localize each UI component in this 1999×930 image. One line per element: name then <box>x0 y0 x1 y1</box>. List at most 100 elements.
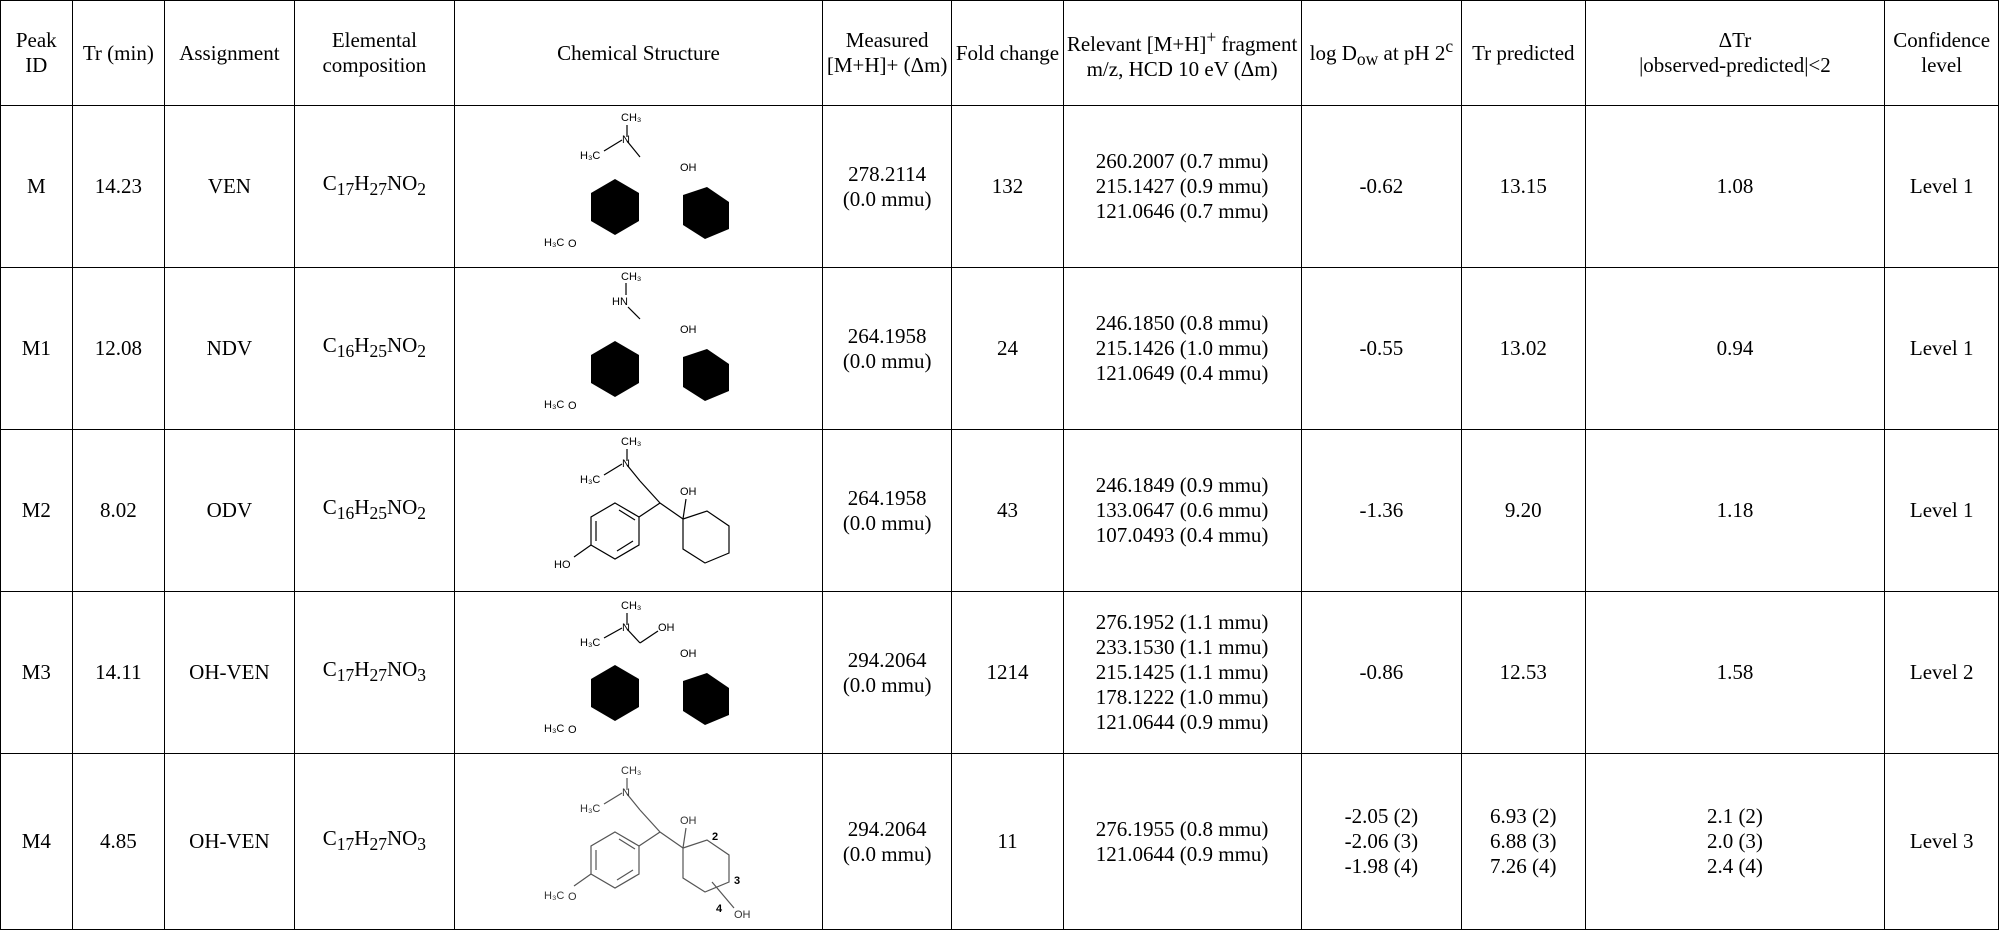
svg-text:HN: HN <box>612 296 628 308</box>
header-fold: Fold change <box>951 0 1064 106</box>
structure-oh-ven-m4: CH₃ N H₃C OH H₃C O OH 2 3 4 <box>544 765 751 921</box>
svg-text:4: 4 <box>716 903 723 915</box>
elemental-formula: C17H27NO2 <box>293 105 456 268</box>
table-row: M 14.23 VEN C17H27NO2 CH₃ N H₃C OH H₃C O <box>0 105 1999 268</box>
log-d: -0.55 <box>1300 267 1463 430</box>
table-row: M4 4.85 OH-VEN C17H27NO3 <box>0 753 1999 930</box>
peak-id: M2 <box>0 429 73 592</box>
svg-text:3: 3 <box>734 875 740 887</box>
measured-mh: 264.1958(0.0 mmu) <box>821 267 953 430</box>
svg-text:OH: OH <box>680 162 697 174</box>
structure-ndv: CH₃ HN OH H₃C O <box>544 271 730 412</box>
tr-predicted: 13.02 <box>1461 267 1586 430</box>
svg-text:O: O <box>568 238 577 250</box>
header-measured: Measured [M+H]+ (Δm) <box>821 0 953 106</box>
assignment: ODV <box>164 429 295 592</box>
confidence-level: Level 3 <box>1884 753 1999 930</box>
assignment: VEN <box>164 105 295 268</box>
peak-id: M3 <box>0 591 73 754</box>
svg-text:H₃C: H₃C <box>544 237 564 249</box>
header-tr: Tr (min) <box>71 0 166 106</box>
svg-text:O: O <box>568 400 577 412</box>
delta-tr: 1.08 <box>1584 105 1886 268</box>
elemental-formula: C17H27NO3 <box>293 753 456 930</box>
svg-text:H₃C: H₃C <box>580 150 600 162</box>
elemental-formula: C16H25NO2 <box>293 267 456 430</box>
structure-ven: CH₃ N H₃C OH H₃C O <box>544 112 730 250</box>
svg-text:H₃C: H₃C <box>544 723 564 735</box>
tr-value: 8.02 <box>71 429 166 592</box>
svg-text:OH: OH <box>680 648 697 660</box>
svg-text:OH: OH <box>680 486 697 498</box>
fold-change: 11 <box>951 753 1064 930</box>
tr-predicted: 9.20 <box>1461 429 1586 592</box>
svg-text:CH₃: CH₃ <box>621 765 641 777</box>
chemical-structure: CH₃ N H₃C OH H₃C O OH 2 3 4 <box>454 753 823 930</box>
header-structure: Chemical Structure <box>454 0 823 106</box>
header-tr-predicted: Tr predicted <box>1461 0 1586 106</box>
svg-text:CH₃: CH₃ <box>621 600 641 612</box>
assignment: NDV <box>164 267 295 430</box>
fold-change: 1214 <box>951 591 1064 754</box>
tr-value: 14.11 <box>71 591 166 754</box>
svg-text:N: N <box>622 787 630 799</box>
measured-mh: 278.2114(0.0 mmu) <box>821 105 953 268</box>
delta-tr: 1.18 <box>1584 429 1886 592</box>
tr-predicted: 12.53 <box>1461 591 1586 754</box>
svg-text:OH: OH <box>734 909 751 921</box>
header-assignment: Assignment <box>164 0 295 106</box>
svg-text:N: N <box>622 458 630 470</box>
svg-text:H₃C: H₃C <box>544 890 564 902</box>
svg-text:N: N <box>622 622 630 634</box>
assignment: OH-VEN <box>164 753 295 930</box>
assignment: OH-VEN <box>164 591 295 754</box>
svg-text:H₃C: H₃C <box>580 803 600 815</box>
header-row: Peak ID Tr (min) Assignment Elemental co… <box>0 0 1999 106</box>
tr-value: 12.08 <box>71 267 166 430</box>
fragments: 246.1850 (0.8 mmu)215.1426 (1.0 mmu)121.… <box>1062 267 1302 430</box>
confidence-level: Level 1 <box>1884 429 1999 592</box>
tr-value: 4.85 <box>71 753 166 930</box>
log-d: -0.62 <box>1300 105 1463 268</box>
chemical-structure: CH₃ HN OH H₃C O <box>454 267 823 430</box>
peak-id: M1 <box>0 267 73 430</box>
log-d: -2.05 (2)-2.06 (3)-1.98 (4) <box>1300 753 1463 930</box>
header-peak-id: Peak ID <box>0 0 73 106</box>
confidence-level: Level 2 <box>1884 591 1999 754</box>
svg-text:HO: HO <box>554 559 571 571</box>
table-row: M1 12.08 NDV C16H25NO2 CH₃ HN OH H₃C O 2… <box>0 267 1999 430</box>
svg-text:OH: OH <box>680 815 697 827</box>
confidence-level: Level 1 <box>1884 105 1999 268</box>
fragments: 276.1955 (0.8 mmu)121.0644 (0.9 mmu) <box>1062 753 1302 930</box>
delta-tr: 0.94 <box>1584 267 1886 430</box>
header-elemental: Elemental composition <box>293 0 456 106</box>
fold-change: 132 <box>951 105 1064 268</box>
header-fragment: Relevant [M+H]+ fragment m/z, HCD 10 eV … <box>1062 0 1302 106</box>
fragments: 260.2007 (0.7 mmu)215.1427 (0.9 mmu)121.… <box>1062 105 1302 268</box>
header-logd: log Dow at pH 2c <box>1300 0 1463 106</box>
svg-text:H₃C: H₃C <box>580 474 600 486</box>
chemical-structure: CH₃ N H₃C OH HO <box>454 429 823 592</box>
svg-text:H₃C: H₃C <box>544 399 564 411</box>
header-delta-tr: ΔTr |observed-predicted|<2 <box>1584 0 1886 106</box>
chemical-structure: CH₃ N H₃C OH OH H₃C O <box>454 591 823 754</box>
tr-value: 14.23 <box>71 105 166 268</box>
measured-mh: 294.2064(0.0 mmu) <box>821 591 953 754</box>
elemental-formula: C17H27NO3 <box>293 591 456 754</box>
structure-oh-ven-m3: CH₃ N H₃C OH OH H₃C O <box>544 600 730 736</box>
svg-text:CH₃: CH₃ <box>621 271 641 283</box>
peak-id: M4 <box>0 753 73 930</box>
tr-predicted: 6.93 (2)6.88 (3)7.26 (4) <box>1461 753 1586 930</box>
structure-odv: CH₃ N H₃C OH HO <box>554 436 731 571</box>
confidence-level: Level 1 <box>1884 267 1999 430</box>
chemical-structure: CH₃ N H₃C OH H₃C O <box>454 105 823 268</box>
svg-text:2: 2 <box>712 831 718 843</box>
tr-predicted: 13.15 <box>1461 105 1586 268</box>
log-d: -1.36 <box>1300 429 1463 592</box>
measured-mh: 294.2064(0.0 mmu) <box>821 753 953 930</box>
svg-text:CH₃: CH₃ <box>621 112 641 124</box>
fragments: 246.1849 (0.9 mmu)133.0647 (0.6 mmu)107.… <box>1062 429 1302 592</box>
svg-text:O: O <box>568 724 577 736</box>
peak-id: M <box>0 105 73 268</box>
